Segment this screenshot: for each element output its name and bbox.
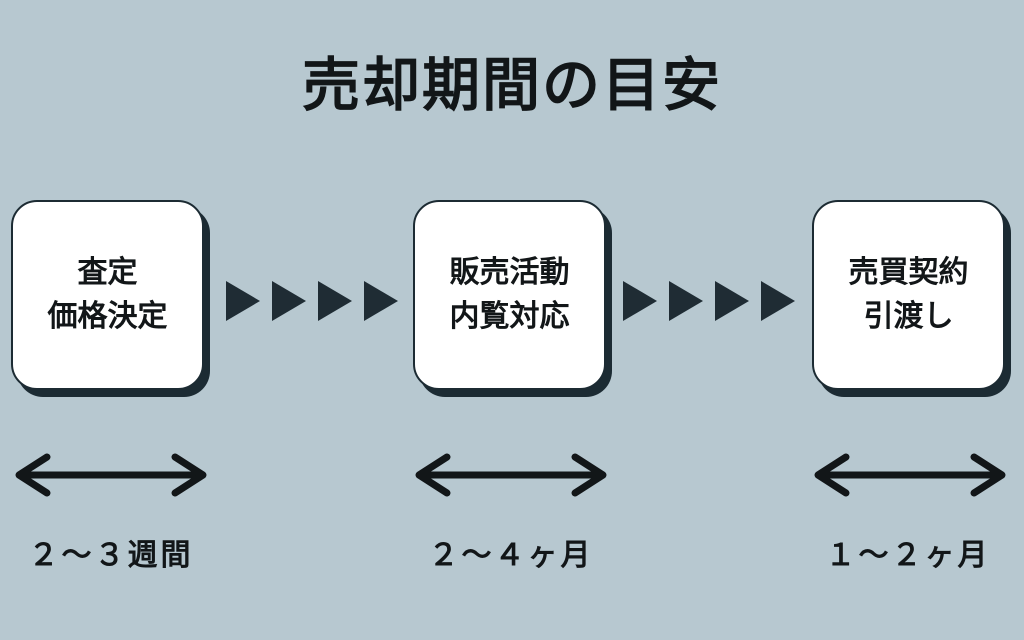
step-label-line-1: 査定	[77, 255, 138, 290]
step-label-line-1: 売買契約	[848, 255, 969, 290]
card-body: 販売活動 内覧対応	[413, 200, 606, 390]
step-label-line-2: 価格決定	[47, 299, 168, 334]
step-card-sales: 販売活動 内覧対応	[413, 200, 612, 397]
play-triangle-icon	[318, 281, 352, 321]
duration-label: ２～４ヶ月	[428, 538, 594, 573]
play-triangle-icon	[226, 281, 260, 321]
duration-label: １～２ヶ月	[825, 538, 991, 573]
flow-arrows-1	[226, 281, 410, 321]
play-triangle-icon	[669, 281, 703, 321]
card-body: 査定 価格決定	[11, 200, 204, 390]
step-label-line-1: 販売活動	[449, 255, 570, 290]
duration-label: ２～３週間	[28, 538, 194, 573]
play-triangle-icon	[272, 281, 306, 321]
step-label-line-2: 引渡し	[863, 299, 954, 334]
play-triangle-icon	[761, 281, 795, 321]
step-label-line-2: 内覧対応	[449, 299, 570, 334]
flow-arrows-2	[623, 281, 807, 321]
diagram-title: 売却期間の目安	[301, 51, 722, 119]
play-triangle-icon	[364, 281, 398, 321]
step-card-appraisal: 査定 価格決定	[11, 200, 210, 397]
step-card-contract: 売買契約 引渡し	[812, 200, 1011, 397]
play-triangle-icon	[623, 281, 657, 321]
card-body: 売買契約 引渡し	[812, 200, 1005, 390]
play-triangle-icon	[715, 281, 749, 321]
double-arrow-icon	[814, 453, 1006, 497]
double-arrow-icon	[15, 453, 207, 497]
double-arrow-icon	[415, 453, 607, 497]
